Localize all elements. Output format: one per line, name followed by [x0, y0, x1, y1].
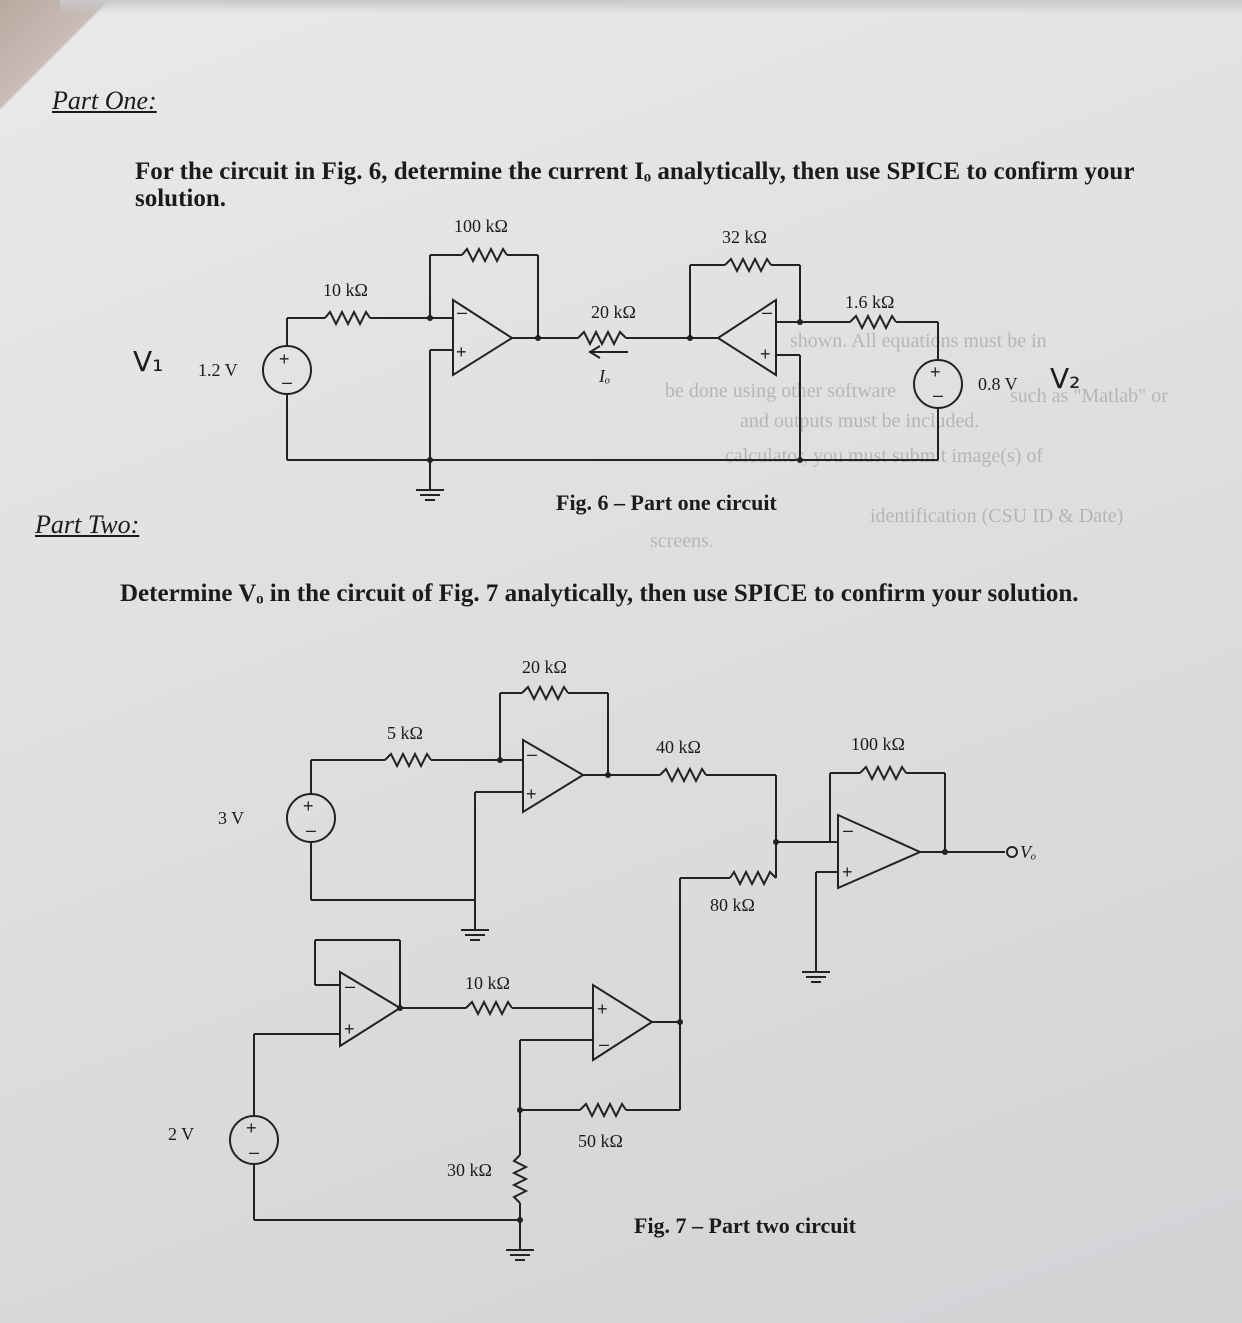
svg-text:–: – [933, 385, 943, 405]
svg-text:–: – [345, 976, 355, 996]
show-through-text: such as "Matlab" or [1010, 385, 1168, 407]
resistor-5k [384, 751, 432, 769]
label-r40k: 40 kΩ [656, 737, 701, 757]
svg-text:+: + [279, 349, 290, 369]
part-two-prompt: Determine Vₒ in the circuit of Fig. 7 an… [120, 580, 1079, 607]
part-two-heading: Part Two: [35, 510, 140, 539]
svg-text:–: – [843, 820, 853, 840]
svg-text:+: + [303, 796, 314, 816]
handwritten-v2: V₂ [1050, 362, 1081, 395]
op-amp-4 [837, 813, 923, 890]
svg-text:–: – [599, 1034, 609, 1054]
svg-text:+: + [597, 999, 608, 1019]
resistor-20k [577, 329, 627, 347]
label-r100k: 100 kΩ [851, 734, 905, 754]
svg-text:+: + [760, 344, 771, 364]
handwritten-v1: V₁ [133, 345, 164, 378]
op-amp-1 [452, 298, 514, 377]
resistor-1.6k [849, 313, 897, 331]
svg-text:–: – [457, 302, 467, 322]
op-amp-2 [716, 298, 777, 377]
label-r20k: 20 kΩ [522, 657, 567, 677]
resistor-50k [579, 1101, 627, 1119]
svg-text:–: – [306, 820, 316, 840]
svg-text:+: + [246, 1118, 257, 1138]
svg-text:–: – [762, 302, 772, 322]
label-r80k: 80 kΩ [710, 895, 755, 915]
page-edge-shadow [60, 0, 1242, 14]
resistor-20k [521, 684, 569, 702]
label-v1-value: 1.2 V [198, 360, 238, 380]
label-2v-value: 2 V [168, 1124, 195, 1144]
label-3v-value: 3 V [218, 808, 245, 828]
show-through-text: shown. All equations must be in [790, 330, 1047, 352]
page-corner-shadow [0, 0, 140, 130]
op-amp-5 [339, 970, 402, 1048]
label-r1.6k: 1.6 kΩ [845, 292, 895, 312]
resistor-100k [859, 764, 907, 782]
resistor-40k [659, 766, 707, 784]
fig7-caption: Fig. 7 – Part two circuit [634, 1213, 856, 1238]
resistor-10k [324, 309, 371, 327]
svg-text:+: + [842, 862, 853, 882]
label-r10k: 10 kΩ [465, 973, 510, 993]
part-one-prompt-line2: solution. [135, 185, 227, 212]
label-r50k: 50 kΩ [578, 1131, 623, 1151]
svg-text:+: + [456, 342, 467, 362]
part-one-prompt: For the circuit in Fig. 6, determine the… [135, 158, 1185, 212]
resistor-30k [511, 1154, 529, 1204]
op-amp-6 [592, 983, 654, 1062]
svg-text:+: + [344, 1019, 355, 1039]
part-one-prompt-line1: For the circuit in Fig. 6, determine the… [135, 158, 1135, 185]
label-current-io: Iₒ [599, 366, 611, 386]
resistor-32k [724, 256, 772, 274]
resistor-100k [461, 246, 508, 264]
svg-text:+: + [930, 362, 941, 382]
label-r32k: 32 kΩ [722, 227, 767, 247]
show-through-text: calculator, you must submit image(s) of [725, 445, 1044, 467]
label-r100k: 100 kΩ [454, 216, 508, 236]
label-r5k: 5 kΩ [387, 723, 423, 743]
label-r20k: 20 kΩ [591, 302, 636, 322]
svg-text:–: – [249, 1142, 259, 1162]
show-through-text: screens. [650, 530, 714, 552]
resistor-10k [465, 999, 513, 1017]
svg-text:–: – [527, 744, 537, 764]
svg-text:–: – [282, 372, 292, 392]
show-through-text: be done using other software [665, 380, 897, 402]
show-through-text: identification (CSU ID & Date) [870, 505, 1124, 527]
resistor-80k [729, 869, 777, 887]
part-one-heading: Part One: [52, 86, 157, 115]
fig6-caption: Fig. 6 – Part one circuit [556, 490, 777, 515]
label-v2-value: 0.8 V [978, 374, 1018, 394]
svg-text:+: + [526, 784, 537, 804]
label-r10k: 10 kΩ [323, 280, 368, 300]
label-r30k: 30 kΩ [447, 1160, 492, 1180]
op-amp-3 [522, 738, 585, 814]
label-output-vo: Vₒ [1020, 842, 1037, 862]
